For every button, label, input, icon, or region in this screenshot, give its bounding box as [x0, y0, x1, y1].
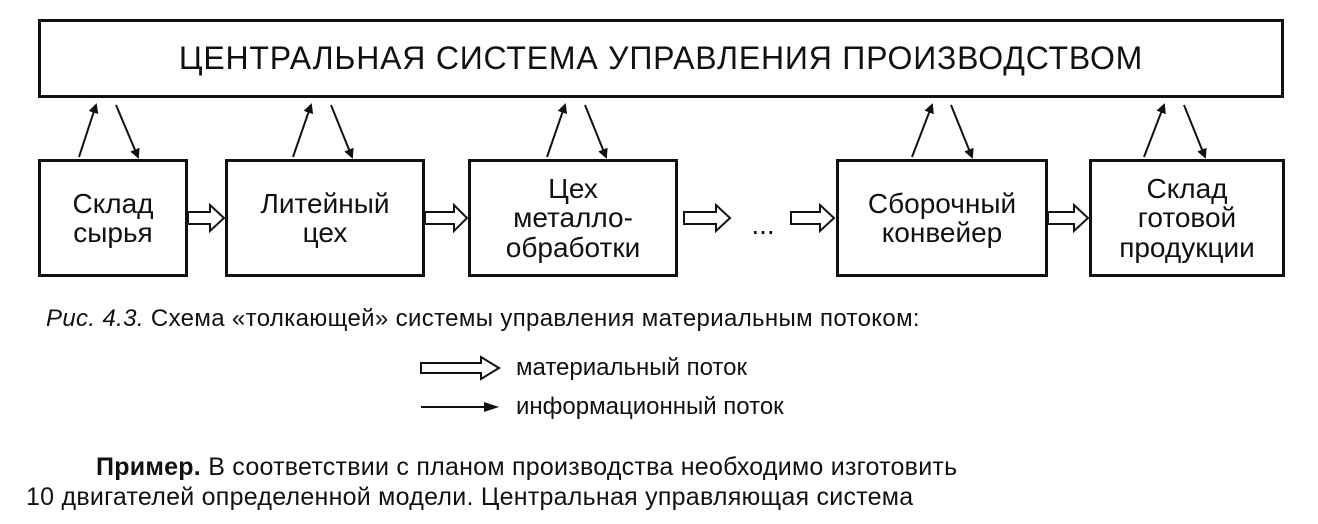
material-arrow-1 — [187, 202, 226, 234]
figure-caption-text: Схема «толкающей» системы управления мат… — [150, 305, 920, 332]
info-arrow-down-finished-goods — [1183, 104, 1207, 159]
central-production-control-system: ЦЕНТРАЛЬНАЯ СИСТЕМА УПРАВЛЕНИЯ ПРОИЗВОДС… — [38, 19, 1284, 98]
info-arrow-up-finished-goods — [1143, 103, 1166, 158]
legend-material-flow: материальный поток — [418, 351, 938, 385]
example-paragraph: Пример. В соответствии с планом производ… — [26, 452, 1301, 512]
information-flow-arrows — [78, 103, 1207, 159]
material-flow-arrows — [187, 202, 1090, 234]
info-arrow-down-assembly — [950, 104, 974, 159]
example-paragraph-line-2: 10 двигателей определенной модели. Центр… — [26, 483, 914, 511]
info-arrow-up-raw-materials — [78, 103, 99, 158]
information-flow-arrow-icon — [421, 402, 499, 412]
legend-information-flow: информационный поток — [418, 390, 938, 424]
material-arrow-5 — [1047, 202, 1090, 234]
info-arrow-up-machining — [546, 103, 568, 158]
foundry-shop: Литейный цех — [225, 159, 425, 277]
info-arrow-down-raw-materials — [115, 104, 140, 159]
info-arrow-down-foundry — [330, 104, 354, 159]
example-paragraph-line-1: Пример. В соответствии с планом производ… — [26, 452, 1301, 482]
info-arrow-down-machining — [584, 104, 608, 159]
finished-goods-warehouse: Склад готовой продукции — [1089, 159, 1285, 277]
metalworking-shop: Цех металло- обработки — [468, 159, 678, 277]
material-arrow-4 — [790, 202, 836, 234]
info-arrow-up-foundry — [292, 103, 314, 158]
figure-number: Рис. 4.3. — [46, 305, 144, 332]
material-arrow-3 — [683, 202, 732, 234]
example-line-1-text: В соответствии с планом производства нео… — [208, 453, 958, 481]
info-arrow-up-assembly — [911, 103, 934, 158]
material-arrow-2 — [424, 202, 469, 234]
legend-information-flow-label: информационный поток — [516, 393, 784, 420]
raw-materials-warehouse: Склад сырья — [38, 159, 188, 277]
figure-caption: Рис. 4.3. Схема «толкающей» системы упра… — [46, 305, 1286, 333]
assembly-conveyor: Сборочный конвейер — [836, 159, 1048, 277]
legend-material-flow-label: материальный поток — [516, 354, 747, 381]
intermediate-stages-ellipsis: ... — [751, 209, 775, 240]
material-flow-arrow-icon — [420, 355, 501, 381]
example-heading: Пример. — [96, 453, 201, 481]
